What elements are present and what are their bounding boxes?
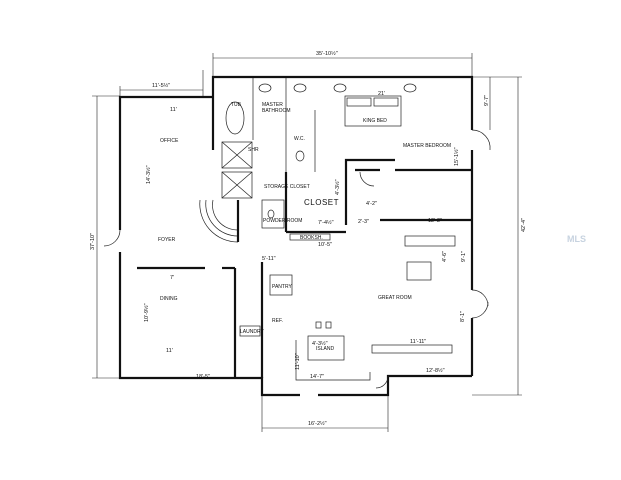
room-island: ISLAND	[316, 346, 334, 352]
room-storage-closet: STORAGE CLOSET	[264, 184, 310, 190]
room-ref: REF.	[272, 318, 283, 324]
dim-bed-lower: 12'-2"	[428, 218, 442, 224]
dimension-labels: 35'-10½" 42'-4" 37'-10" 11'-5½" 11' 14'-…	[90, 50, 527, 427]
room-great-room: GREAT ROOM	[378, 295, 412, 301]
dim-top-total: 35'-10½"	[316, 50, 338, 57]
dim-island: 4'-3½"	[312, 340, 328, 347]
room-office: OFFICE	[160, 138, 179, 144]
room-king-bed: KING BED	[363, 118, 387, 124]
dim-bed-depth: 15'-1½"	[453, 147, 460, 166]
dim-bed-right: 9'-7"	[484, 95, 490, 106]
room-dining: DINING	[160, 296, 178, 302]
room-wc: W.C.	[294, 136, 305, 142]
room-bookshelf: BOOKSH.	[300, 235, 323, 241]
dim-gr-width: 11'-11"	[410, 339, 426, 345]
dim-office-width: 11'-5½"	[152, 82, 170, 89]
dim-gr-right: 9'-1"	[461, 251, 467, 262]
dim-dining-inner: 11'	[166, 348, 173, 354]
room-powder-room: POWDER ROOM	[263, 218, 302, 224]
room-foyer: FOYER	[158, 237, 176, 243]
room-master-bedroom: MASTER BEDROOM	[403, 143, 451, 149]
room-tub: TUB	[231, 102, 242, 108]
room-closet: CLOSET	[304, 198, 339, 207]
dim-bed-width: 21'	[378, 91, 385, 97]
dim-pantry-width: 5'-11"	[262, 256, 276, 262]
dim-kitchen: 14'-7"	[310, 374, 324, 380]
exterior-walls	[118, 75, 474, 397]
dim-gr-side: 4'-6"	[442, 251, 448, 262]
room-laundry: LAUNDRY	[240, 329, 264, 335]
watermark: MLS	[567, 234, 586, 244]
dim-office-inner: 11'	[170, 107, 177, 113]
dim-dining-depth: 10'-9½"	[143, 303, 150, 322]
dim-bottom-total: 16'-2½"	[308, 420, 327, 427]
dim-office-depth: 14'-3½"	[145, 165, 152, 184]
dim-bookshelf-len: 10'-5"	[318, 242, 332, 248]
dim-gr-lower: 8'-1"	[460, 311, 466, 322]
room-shr: SHR	[248, 147, 259, 153]
dim-closet-side: 4'-3½"	[334, 179, 341, 195]
dim-gr-bottom-right: 12'-8½"	[426, 367, 445, 374]
dim-right-total: 42'-4"	[521, 218, 527, 232]
dim-closet-mid: 2'-3"	[358, 219, 369, 225]
room-pantry: PANTRY	[272, 284, 292, 290]
dim-left-total: 37'-10"	[90, 233, 96, 250]
dim-closet-small: 4'-2"	[366, 201, 377, 207]
dim-kitchen-side: 11'-10"	[295, 353, 301, 370]
interior-walls	[103, 78, 491, 389]
dim-laundry-width: 18'-5"	[196, 374, 210, 380]
dim-dining-width: 7'	[170, 275, 174, 281]
dim-closet-width: 7'-4½"	[318, 219, 334, 226]
